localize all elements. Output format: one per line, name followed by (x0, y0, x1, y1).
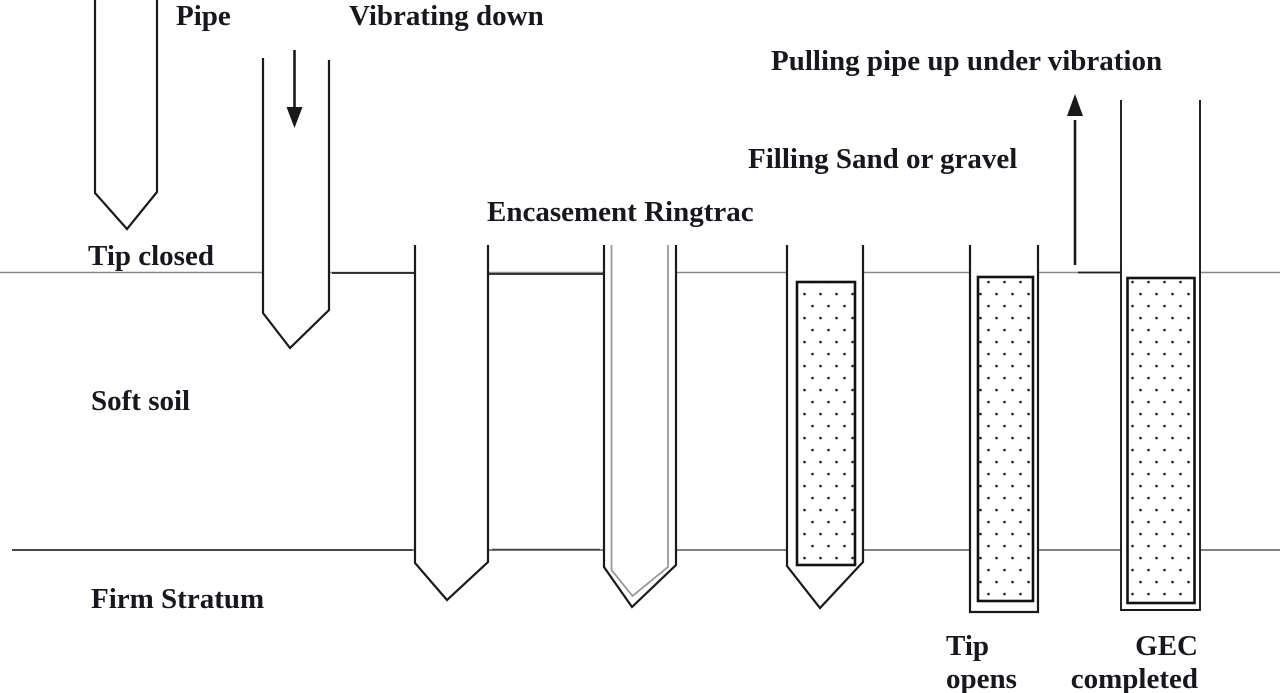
label-gec-completed: GEC completed (1020, 630, 1198, 693)
completed-gec-column (1126, 276, 1196, 605)
up-arrow-icon (1067, 94, 1083, 265)
label-gec-completed-line1: GEC (1135, 630, 1198, 662)
label-firm-stratum: Firm Stratum (91, 583, 265, 615)
pipe-3-driven-to-stratum (413, 245, 490, 602)
label-tip-closed: Tip closed (88, 240, 214, 272)
sand-column-in-pipe-6 (976, 275, 1035, 603)
pipe-2-vibrating-down (261, 58, 331, 350)
pipe-4-with-encasement (602, 245, 678, 609)
down-arrow-icon (286, 50, 303, 128)
encasement-ringtrac-liner (610, 245, 669, 598)
label-soft-soil: Soft soil (91, 385, 191, 417)
label-tip-opens: Tip opens (946, 630, 1017, 693)
sand-column-in-pipe-5 (795, 280, 857, 567)
label-pulling-pipe-up: Pulling pipe up under vibration (771, 45, 1163, 77)
label-tip-opens-line2: opens (946, 663, 1017, 693)
label-encasement-ringtrac: Encasement Ringtrac (487, 196, 754, 228)
label-filling-sand-or-gravel: Filling Sand or gravel (748, 143, 1018, 175)
pipe-1-tip-closed (93, 0, 159, 231)
label-pipe: Pipe (176, 0, 231, 32)
label-vibrating-down: Vibrating down (349, 0, 544, 32)
label-tip-opens-line1: Tip (946, 630, 990, 662)
label-gec-completed-line2: completed (1070, 663, 1198, 693)
